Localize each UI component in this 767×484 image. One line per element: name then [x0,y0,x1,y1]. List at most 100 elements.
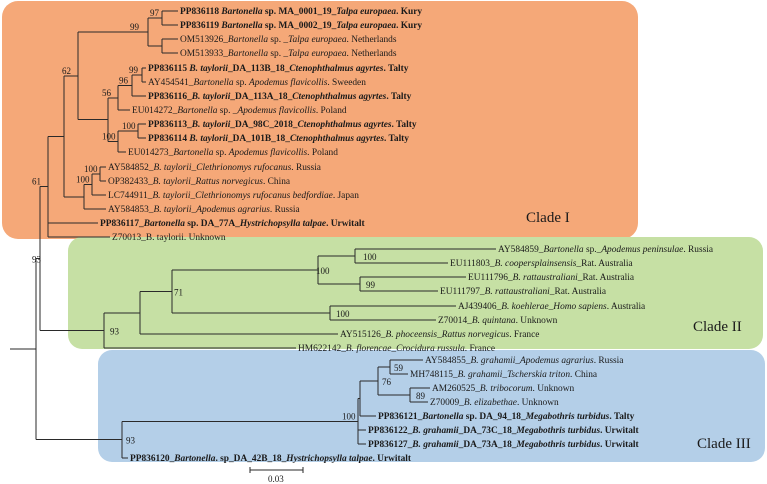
bootstrap-value: 100 [76,175,90,185]
taxon-label: OM513933_Bartonella sp. _Talpa europaea.… [180,49,397,59]
taxon-label-part: B. coopersplainsensis [495,259,577,269]
taxon-label-part: sp._ [584,245,602,255]
taxon-label-part: . Talty [383,64,408,74]
taxon-label: HM622142_B. florencae_Crocidura russula.… [298,343,495,354]
taxon-label-part: _ [548,302,554,312]
taxon-label-part: . China [570,370,598,380]
taxon-label: PP836118 Bartonella sp. MA_0001_19_Talpa… [180,7,422,17]
taxon-label: Z70013_B. taylorii. Unknown [112,233,226,243]
taxon-label-part: B. rattaustraliani [485,287,551,297]
taxon-label-part: . Talty [609,412,634,422]
taxon-label-part: Ctenophthalmus agyrtes [290,134,384,144]
taxon-label: PP836119 Bartonella sp. MA_0002_19_Talpa… [180,21,422,31]
taxon-label-part: B. taylorii [146,233,184,243]
taxon-label-part: Bartonella [228,49,268,59]
taxon-label-part: B. taylorii [152,191,190,201]
taxon-label-part: EU111796_ [468,273,513,283]
taxon-label: AJ439406_B. koehlerae_Homo sapiens. Aust… [458,302,646,312]
taxon-label-part: EU014272_ [132,106,178,116]
taxon-label-part: Apodemus flavicollis [248,77,328,88]
taxon-label: EU014273_Bartonella sp. Apodemus flavico… [128,147,338,158]
taxon-label-part: _ [191,205,197,215]
taxon-label-part: Hystrichopsylla talpae [239,219,326,229]
taxon-label-part: AY584855_ [425,356,471,366]
taxon-label-part: OP382433_ [108,177,153,187]
taxon-label-part: sp. [213,148,228,158]
taxon-label-part: . Russia [683,245,714,255]
taxon-label-part: PP836119 [180,21,221,31]
taxon-label-part: Bartonella [220,7,262,17]
taxon-label-part: Clethrionomys rufocanus bedfordiae [195,190,333,201]
taxon-label: PP836117_Bartonella sp. DA_77A_Hystricho… [100,219,365,229]
taxon-label-part: Apodemus peninsulae [600,245,683,255]
taxon-label-part: PP836114 [148,134,189,144]
taxon-label-part: Bartonella [177,106,217,116]
bootstrap-value: 100 [84,164,98,174]
taxon-label-part: . Japan [333,191,359,201]
taxon-label-part: B. grahamii [411,440,459,450]
taxon-label-part: B. rattaustraliani [513,273,579,283]
taxon-label-part: _ [514,356,520,366]
taxon-label-part: Megabothris turbidus [515,440,600,450]
taxon-label: PP836120_Bartonella. sp_DA_42B_18_Hystri… [130,454,412,464]
taxon-label-part: Z70013_ [112,233,146,243]
taxon-label-part: B. taylorii [188,134,228,144]
taxon-label-part: B. grahamii [458,370,503,380]
taxon-label-part: . Netherlands [347,49,397,59]
bootstrap-value: 99 [366,280,376,290]
taxon-label-part: B. taylorii [153,177,191,187]
taxon-label-part: Hystrichopsylla talpae [285,454,372,464]
taxon-label-part: Talpa europaea [288,49,347,59]
taxon-label-part: sp. MA_0002_19_ [263,21,337,31]
taxon-label-part: Ctenophthalmus agyrtes [289,64,383,74]
bootstrap-value: 97 [150,8,160,18]
taxon-label-part: . France [465,344,495,354]
scale-bar-label: 0.03 [268,474,284,484]
taxon-label-part: B. taylorii [154,163,192,173]
taxon-label-part: . Sweeden [327,78,366,88]
taxon-label-part: Ctenophthalmus agyrtes [292,92,386,102]
taxon-label-part: Apodemus flavicollis [228,147,308,158]
taxon-label: AY584855_B. grahamii_Apodemus agrarius. … [425,356,624,366]
taxon-label-part: Z70009_ [430,398,464,408]
clade-2-label: Clade II [693,319,742,335]
taxon-label-part: . Urwitalt [372,454,411,464]
taxon-label-part: Bartonella [173,454,215,464]
taxon-label: Z70014_B. quintana. Unknown [438,316,558,326]
bootstrap-values: 9799999656100100621001006110099100100719… [32,8,426,446]
taxon-label-part: Crocidura russula [396,344,465,354]
taxon-label-part: Clethrionomys rufocanus [196,162,291,173]
taxon-label-part: _Rat. Australia [549,287,607,297]
taxon-label-part: B. florencae [346,343,391,354]
taxon-label: PP836121_Bartonella sp. DA_94_18_Megabot… [378,412,635,422]
bootstrap-value: 96 [119,76,129,86]
taxon-label-part: Bartonella [421,412,463,422]
taxon-label-part: sp. _ [217,106,237,116]
taxon-label-part: AY584852_ [108,163,154,173]
taxon-label-part: . Urwitalt [600,426,639,436]
taxon-label-part: AY515126_ [340,330,386,340]
taxon-label: OM513926_Bartonella sp. _Talpa europaea.… [180,35,397,45]
clade-2-panel [68,237,763,349]
bootstrap-value: 93 [110,326,120,336]
taxon-label-part: Megabothris turbidus [515,426,600,436]
bootstrap-value: 93 [32,255,42,265]
taxon-label-part: B. phoceensis [386,330,438,340]
taxon-label-part: B. taylorii [191,92,231,102]
taxon-label-part: sp. DA_77A_ [185,219,240,229]
taxon-label: Z70009_B. elizabethae. Unknown [430,398,559,408]
tree-branches [10,10,496,459]
taxon-label-part: . Talty [392,120,417,130]
taxon-label-part: PP836118 [180,7,221,17]
bootstrap-value: 100 [316,266,330,276]
bootstrap-value: 61 [32,177,41,187]
taxon-label-part: EU014273_ [128,148,174,158]
taxon-label-part: Bartonella [143,219,185,229]
taxon-label-part: sp. DA_94_18_ [463,412,526,422]
bootstrap-value: 99 [129,65,139,75]
taxon-label: PP836115 B. taylorii_DA_113B_18_Ctenopht… [148,64,409,74]
taxon-label-part: _DA_73A_18_ [458,440,517,450]
taxon-label: PP836114 B. taylorii_DA_101B_18_Ctenopht… [148,134,409,144]
taxon-label: AY584853_B. taylorii_Apodemus agrarius. … [108,205,300,215]
taxon-label: MH748115_B. grahamii_Tscherskia triton. … [410,370,598,380]
